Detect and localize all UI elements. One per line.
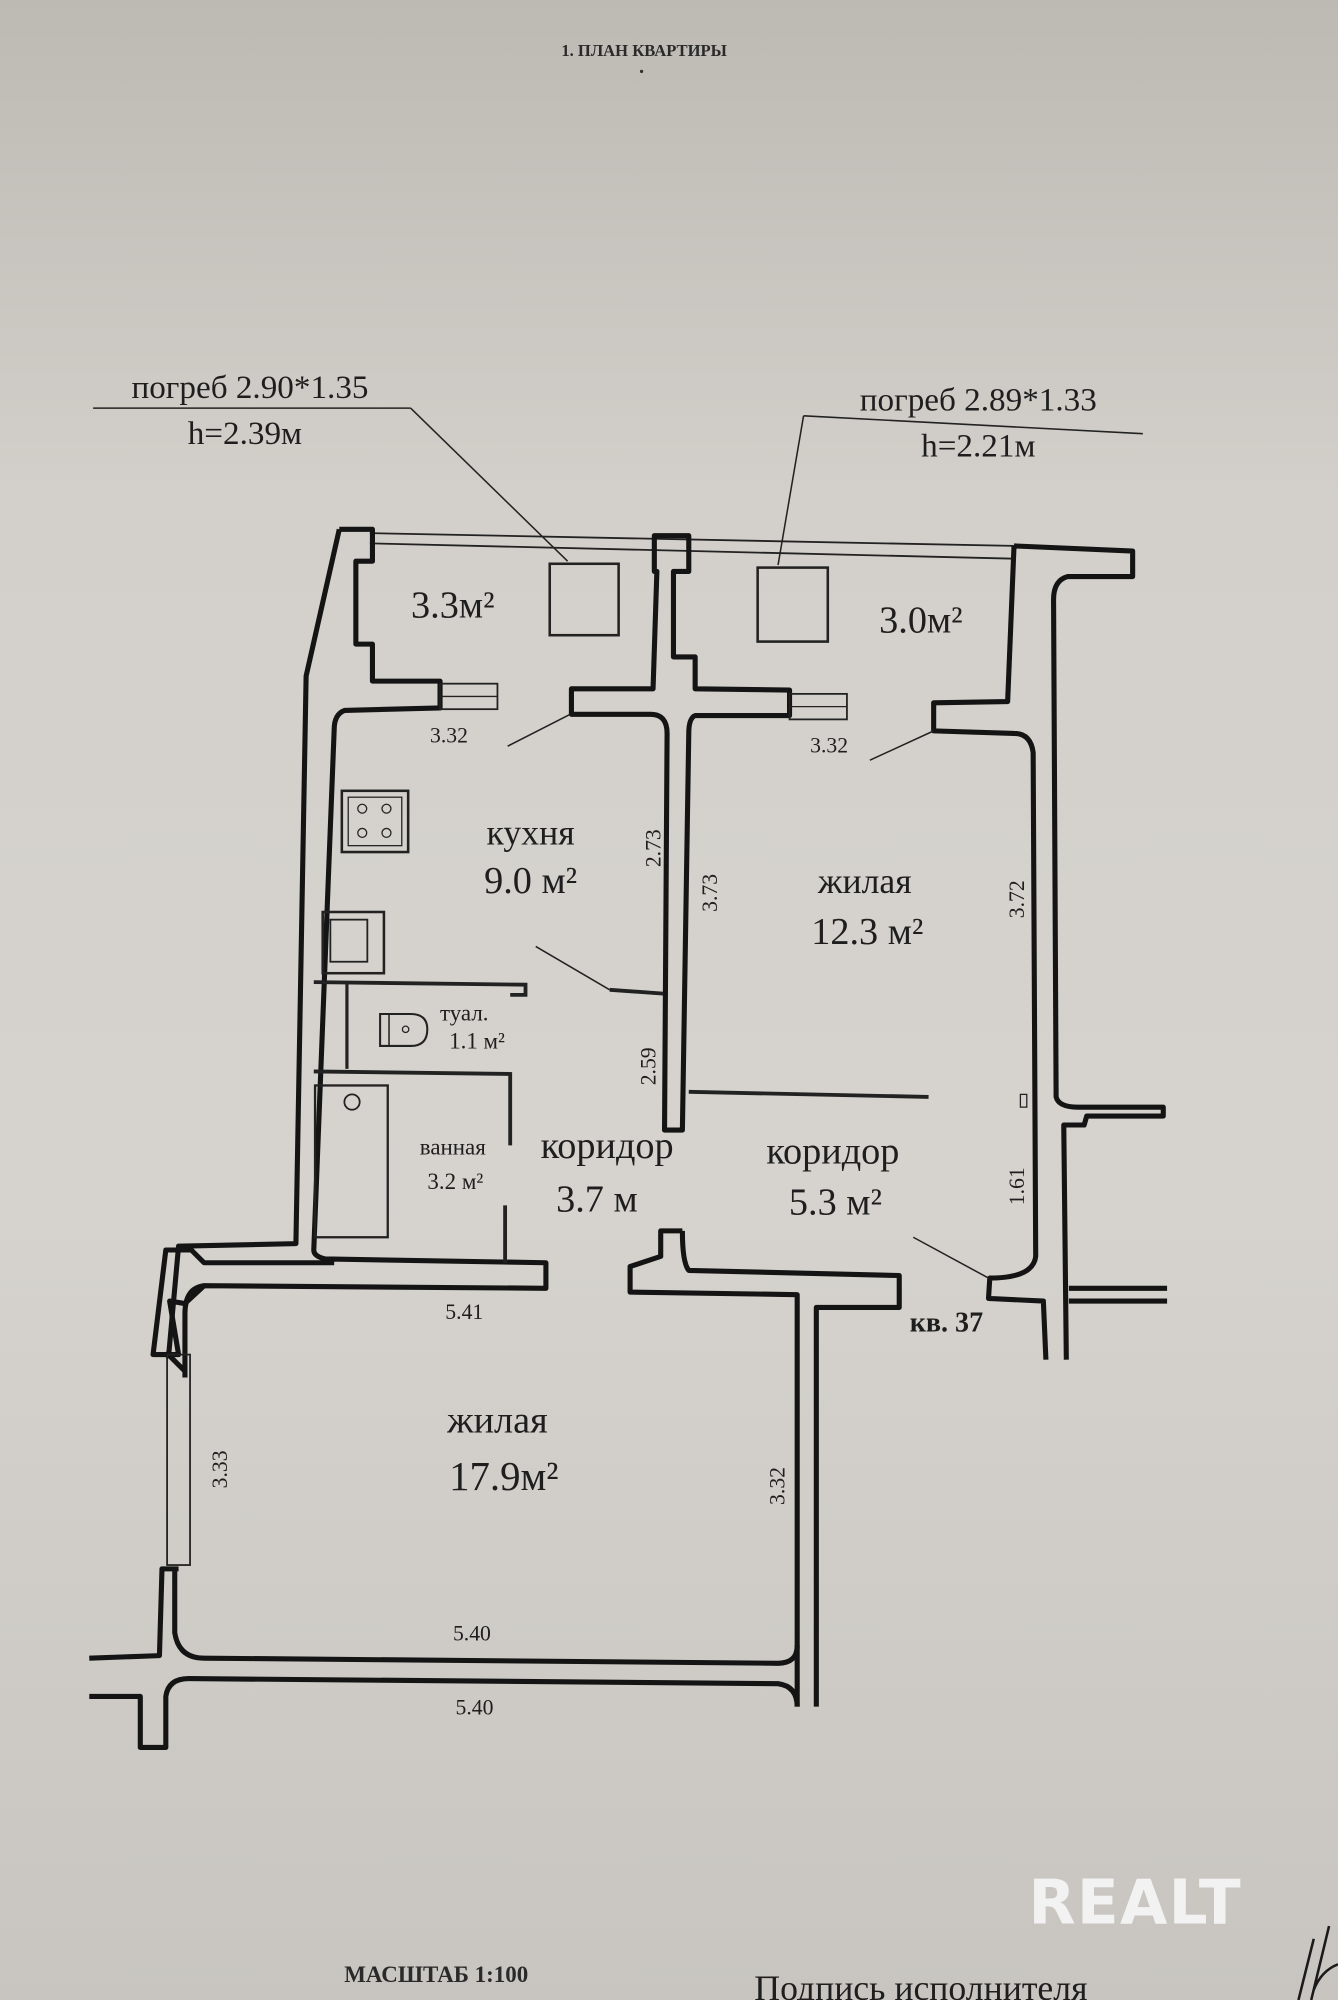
- window: [166, 1353, 191, 1566]
- realt-watermark: REALT: [1029, 1867, 1242, 1938]
- wall-marker: [1019, 1093, 1028, 1108]
- door-swing: [912, 1236, 989, 1279]
- bathtub-icon: [313, 1084, 389, 1239]
- partition: [313, 980, 528, 997]
- cellar-hatch-left: [548, 562, 620, 637]
- dim-kitchen-side: 2.73: [642, 829, 666, 867]
- toilet-icon: [379, 1013, 429, 1047]
- document-title: 1. ПЛАН КВАРТИРЫ: [561, 41, 727, 60]
- dim-kitchen-top: 3.32: [430, 723, 468, 747]
- partition: [609, 987, 664, 996]
- dim-living-large-left: 3.33: [208, 1450, 232, 1488]
- door-swing: [869, 730, 934, 761]
- dim-living-large-top: 5.41: [445, 1300, 483, 1324]
- leader-line: [803, 415, 1143, 435]
- door-swing: [535, 945, 611, 991]
- corridor-left-area: 3.7 м: [556, 1179, 638, 1221]
- living-large-area: 17.9м²: [449, 1454, 558, 1499]
- cellar-right-area: 3.0м²: [879, 600, 962, 642]
- scale-label: МАСШТАБ 1:100: [344, 1962, 528, 1987]
- cellar-right-height: h=2.21м: [921, 428, 1035, 465]
- living-large-name: жилая: [446, 1399, 548, 1441]
- cellar-left-label: погреб 2.90*1.35: [131, 369, 368, 406]
- handwritten-signature: [1297, 1925, 1338, 2000]
- cellar-hatch-right: [756, 566, 830, 643]
- cellar-left-area: 3.3м²: [411, 584, 494, 626]
- partition: [313, 1069, 513, 1146]
- sink-icon: [321, 910, 386, 975]
- dim-living-large-right: 3.32: [765, 1467, 789, 1505]
- bathroom-area: 3.2 м²: [427, 1169, 483, 1194]
- living-small-area: 12.3 м²: [811, 911, 923, 953]
- living-small-name: жилая: [817, 861, 912, 901]
- bathroom-name: ванная: [420, 1134, 486, 1159]
- corridor-left-name: коридор: [541, 1125, 674, 1167]
- cellar-edge-line: [369, 542, 1015, 560]
- dim-living-small-side: 3.72: [1005, 880, 1029, 918]
- corridor-right-area: 5.3 м²: [789, 1181, 882, 1223]
- leader-line: [777, 415, 805, 566]
- dim-corridor-side: 2.59: [637, 1047, 661, 1085]
- dim-corridor-right-side: 1.61: [1005, 1167, 1029, 1205]
- cellar-edge-line: [369, 532, 1015, 547]
- leader-line: [410, 407, 569, 562]
- walls: [89, 526, 1168, 1750]
- cellar-steps-right: [788, 692, 848, 721]
- cellar-left-height: h=2.39м: [188, 415, 302, 452]
- corridor-right-name: коридор: [766, 1130, 899, 1172]
- cellar-callout-left: погреб 2.90*1.35 h=2.39м: [93, 369, 569, 562]
- cellar-right-label: погреб 2.89*1.33: [860, 382, 1097, 419]
- title-dot: [639, 69, 644, 74]
- dim-partition-side: 3.73: [698, 874, 722, 912]
- cellar-callout-right: погреб 2.89*1.33 h=2.21м: [777, 382, 1143, 566]
- signature-label: Подпись исполнителя: [754, 1968, 1087, 2000]
- kitchen-area: 9.0 м²: [484, 860, 577, 902]
- door-swing: [507, 713, 571, 747]
- partition: [688, 1089, 929, 1099]
- toilet-name: туал.: [440, 1000, 488, 1025]
- apartment-number: кв. 37: [910, 1308, 983, 1339]
- dim-living-large-bottom: 5.40: [453, 1621, 491, 1645]
- stove-icon: [340, 789, 410, 854]
- cellar-steps-left: [439, 682, 499, 711]
- dim-exterior-bottom: 5.40: [456, 1695, 494, 1719]
- dim-living-small-top: 3.32: [810, 734, 848, 758]
- kitchen-name: кухня: [487, 812, 575, 852]
- toilet-area: 1.1 м²: [449, 1028, 505, 1053]
